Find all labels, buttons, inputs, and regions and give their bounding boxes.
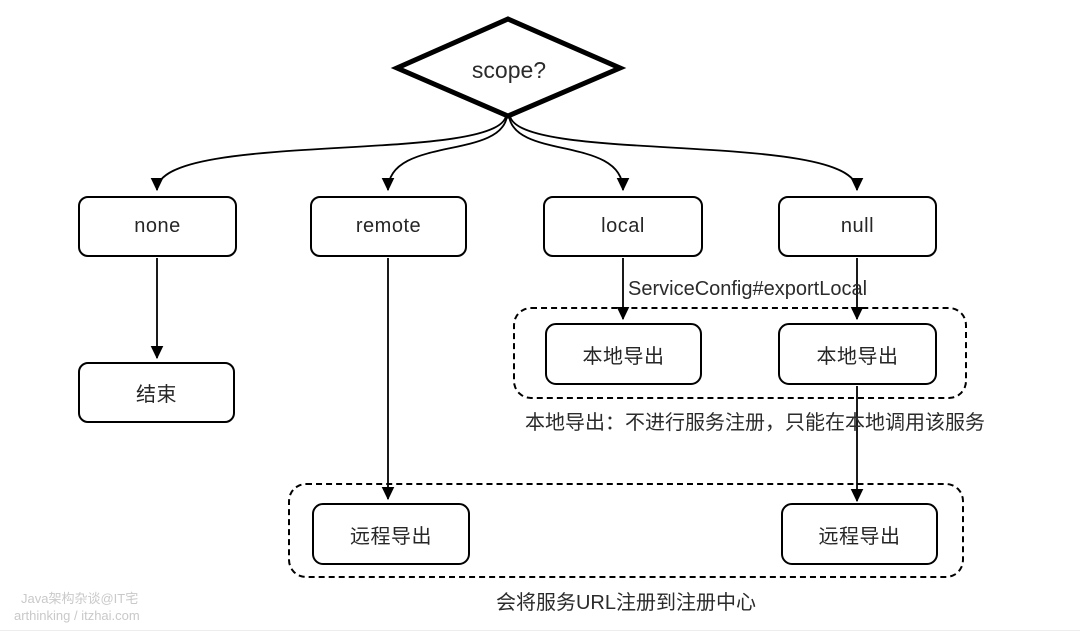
branch-box-none-label: none: [134, 215, 181, 237]
vertical-arrows: [150, 258, 864, 503]
arrow-scope-to-null: [509, 115, 864, 192]
local-export-group: [513, 307, 967, 399]
branch-box-local-label: local: [601, 215, 645, 237]
decision-diamond: [390, 16, 627, 119]
remote-export-note: 会将服务URL注册到注册中心: [495, 592, 756, 614]
local-export-box-2: 本地导出: [778, 323, 937, 385]
arrow-scope-to-remote: [381, 115, 508, 192]
remote-export-box-2: 远程导出: [781, 503, 938, 565]
remote-export-box-1: 远程导出: [312, 503, 470, 565]
remote-export-box-2-label: 远程导出: [818, 525, 901, 548]
arrow-scope-to-none: [150, 115, 507, 192]
branch-box-remote: remote: [310, 196, 467, 257]
watermark-line2: arthinking / itzhai.com: [14, 608, 140, 623]
decision-branch-arrows: [150, 115, 864, 192]
local-export-box-1-label: 本地导出: [582, 345, 665, 368]
watermark-line1: Java架构杂谈@IT宅: [21, 591, 139, 606]
branch-box-local: local: [543, 196, 703, 257]
branch-box-remote-label: remote: [355, 215, 422, 237]
remote-export-group: [288, 483, 964, 578]
local-export-box-2-label: 本地导出: [816, 345, 899, 368]
branch-box-none: none: [78, 196, 237, 257]
decision-label: scope?: [471, 56, 547, 83]
local-export-note: 本地导出：不进行服务注册，只能在本地调用该服务: [525, 412, 985, 434]
end-box-label: 结束: [136, 384, 177, 406]
arrow-scope-to-local: [508, 115, 630, 192]
local-export-box-1: 本地导出: [545, 323, 702, 385]
branch-box-null-label: null: [840, 215, 875, 237]
edge-label-serviceconfig-exportlocal: ServiceConfig#exportLocal: [628, 278, 868, 300]
end-box: 结束: [78, 362, 235, 423]
remote-export-box-1-label: 远程导出: [350, 525, 432, 548]
branch-box-null: null: [778, 196, 937, 257]
